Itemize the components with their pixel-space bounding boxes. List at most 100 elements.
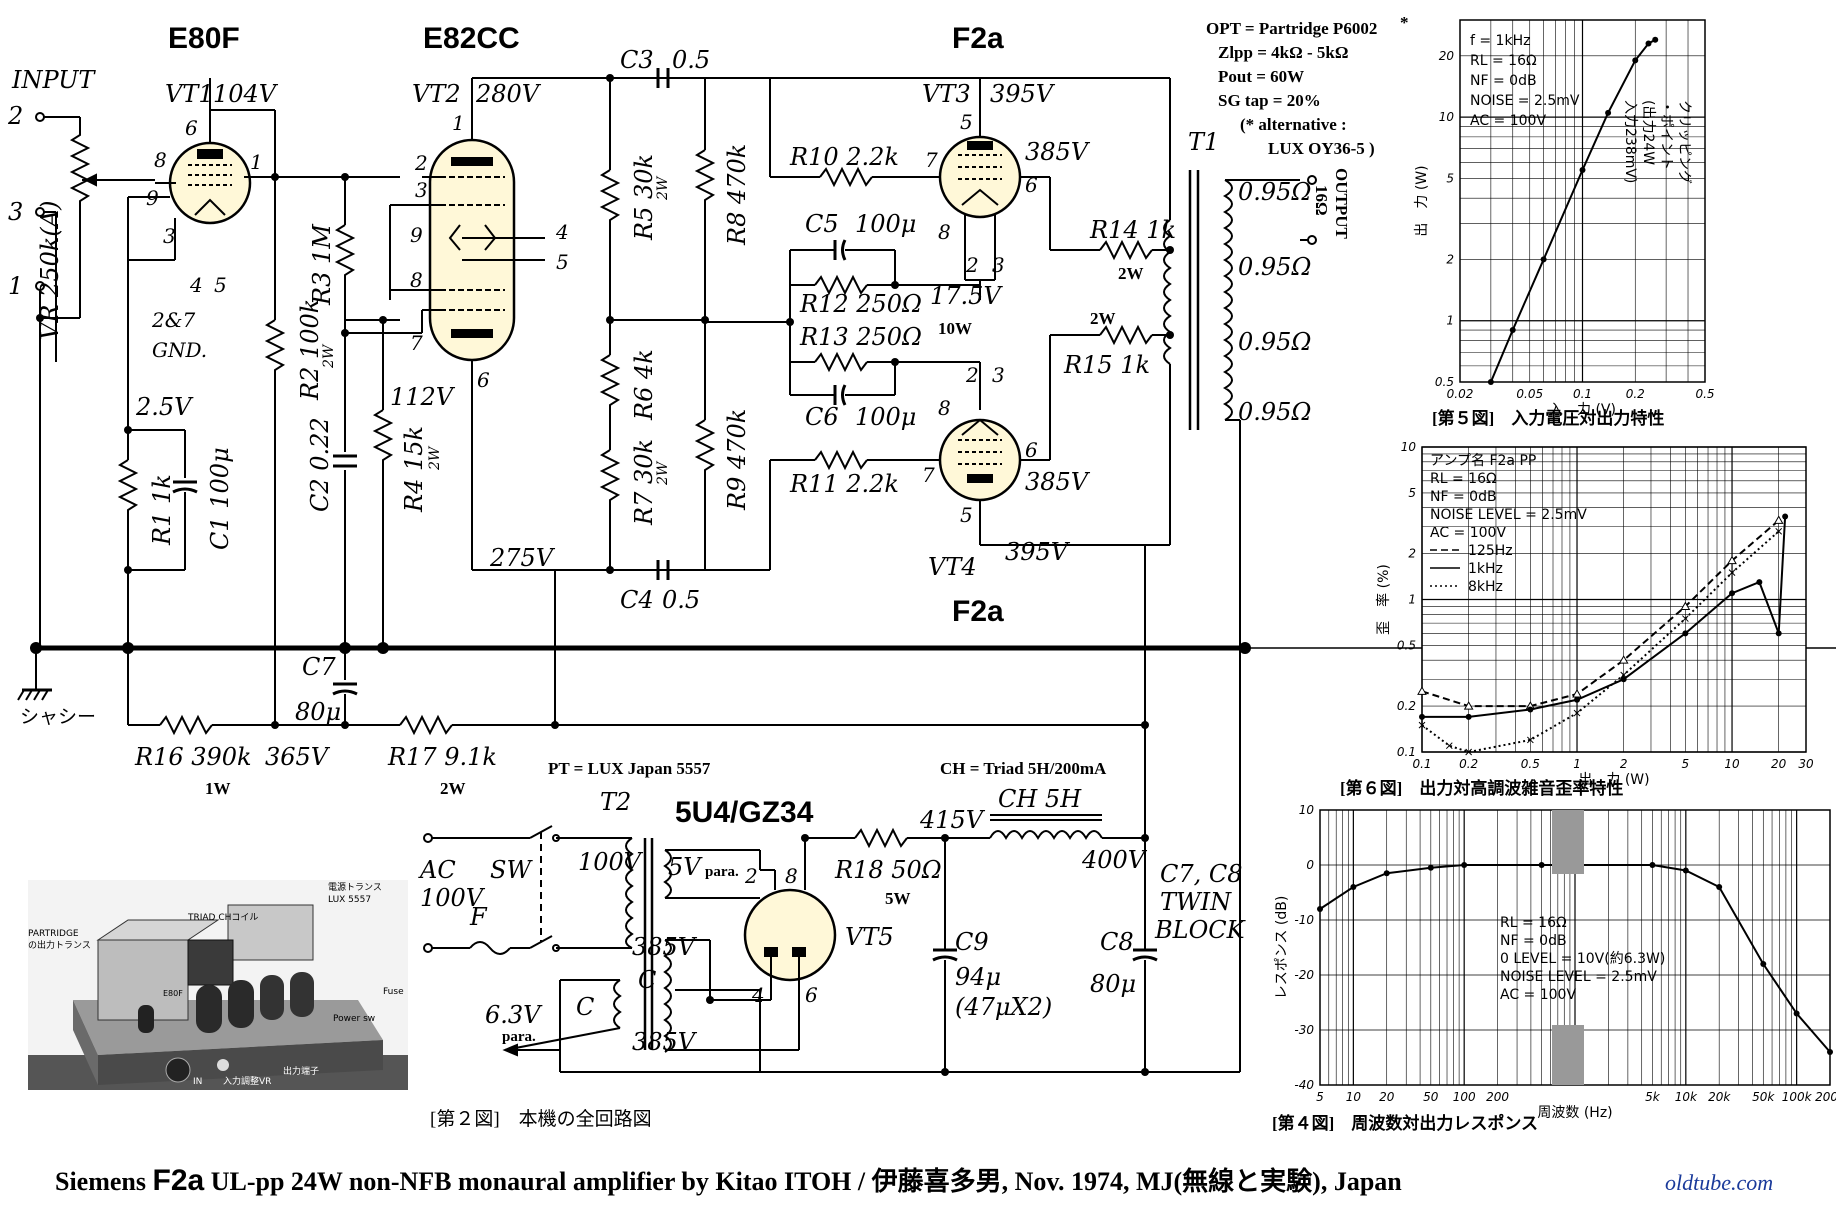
fig4-legend-item: AC = 100V — [1500, 987, 1576, 1003]
fig6-point — [1445, 742, 1453, 750]
choke-label: CH 5H — [998, 785, 1082, 813]
r10-resistor — [819, 166, 873, 188]
twin-label: TWIN — [1160, 888, 1232, 916]
ac-voltage: 100V — [420, 884, 484, 912]
r18-resistor — [854, 827, 908, 849]
fig5-x-tick-label: 0.02 — [1447, 387, 1474, 401]
fig6-x-tick-label: 20 — [1771, 757, 1787, 771]
photo-label-lux: LUX 5557 — [328, 895, 372, 905]
fig4-y-tick-label: -30 — [1294, 1023, 1314, 1037]
vt3-label: VT3 — [922, 80, 971, 108]
fig6-point — [1620, 671, 1628, 679]
c6-value: 100μ — [855, 403, 917, 431]
fig4-x-tick-label: 200k — [1815, 1090, 1836, 1104]
ch-note: CH = Triad 5H/200mA — [940, 759, 1107, 778]
fig6-point — [1465, 748, 1473, 756]
r10-label: R10 2.2k — [790, 143, 899, 171]
fig5-point — [1632, 57, 1639, 64]
fig5-x-axis-label: 入 力 (V) — [1549, 402, 1616, 418]
fig5-point — [1509, 327, 1516, 334]
input-pin-2: 2 — [8, 102, 24, 130]
site-link[interactable]: oldtube.com — [1665, 1170, 1774, 1195]
fig4-x-tick-label: 10k — [1675, 1090, 1698, 1104]
fig4-y-axis-label: レスポンス (dB) — [1274, 896, 1290, 1000]
fig5-point — [1605, 109, 1612, 116]
fig6-point — [1527, 706, 1534, 713]
fig6-series-line — [1422, 516, 1787, 718]
vt2-pin-1: 1 — [452, 111, 465, 135]
fig6-point — [1727, 555, 1737, 565]
fig6-point — [1773, 515, 1784, 524]
opt-line-4: SG tap = 20% — [1218, 91, 1321, 110]
fig4-y-tick-label: -40 — [1294, 1078, 1314, 1092]
vt2-pin-8: 8 — [410, 268, 423, 292]
fig5-y-tick-label: 2 — [1446, 252, 1454, 266]
r14-label: R14 1k — [1090, 216, 1177, 244]
fig5-x-tick-label: 0.05 — [1516, 387, 1543, 401]
vt1-pin-5: 5 — [214, 273, 227, 297]
vt1-label: VT1 — [165, 80, 214, 108]
c9-label: C9 — [955, 928, 989, 956]
opt-line-3: Pout = 60W — [1218, 67, 1305, 86]
b415-voltage: 415V — [920, 806, 984, 834]
photo-label-fuse: Fuse — [383, 987, 404, 997]
fig6-y-tick-label: 0.1 — [1397, 745, 1416, 759]
fig5-point — [1487, 379, 1494, 385]
input-pin-3: 3 — [8, 198, 24, 226]
fig5-legend-item: AC = 100V — [1470, 113, 1546, 129]
fig6-point — [1573, 709, 1581, 717]
vt4-g2-voltage: 385V — [1025, 468, 1089, 496]
photo-label-partridge: PARTRIDGE — [28, 929, 79, 939]
fig5-legend-item: RL = 16Ω — [1470, 53, 1537, 69]
fig5-annotation: (出力24W — [1640, 100, 1656, 165]
b400-voltage: 400V — [1082, 846, 1146, 874]
vt5-pin-2: 2 — [745, 864, 758, 888]
output-tap-1: 0.95Ω — [1238, 178, 1312, 206]
fig4-point — [1383, 870, 1390, 877]
c8-label: C8 — [1100, 928, 1134, 956]
heater-para: para. — [502, 1029, 536, 1045]
photo-label-power-transformer: 電源トランス — [328, 883, 382, 893]
fig4-caption: [第４図] 周波数対出力レスポンス — [1272, 1114, 1538, 1133]
fig6-point — [1419, 713, 1425, 720]
photo-label-input-vr: 入力調整VR — [223, 1077, 272, 1087]
opt-star: * — [1400, 13, 1409, 32]
fig6-point — [1728, 569, 1736, 576]
c7-c8-label: C7, C8 — [1160, 860, 1243, 888]
fig6-legend-item: AC = 100V — [1430, 525, 1506, 541]
r3-resistor — [334, 224, 356, 333]
vt3-type-label: F2a — [952, 22, 1004, 55]
r9-resistor — [694, 419, 716, 570]
vt5-tube — [743, 888, 837, 982]
fig6-legend-item: NF = 0dB — [1430, 489, 1497, 505]
vt2-pin-5: 5 — [556, 250, 569, 274]
fig4-point — [1317, 906, 1323, 912]
photo-label-in: IN — [193, 1077, 203, 1087]
r11-label: R11 2.2k — [790, 470, 899, 498]
fig4-point — [1461, 862, 1468, 868]
fig5-x-tick-label: 0.1 — [1573, 387, 1592, 401]
r13-resistor — [814, 351, 868, 373]
fig5-y-tick-label: 1 — [1446, 314, 1454, 328]
fig6-legend-series: 8kHz — [1468, 579, 1503, 595]
fig4-x-tick-label: 10 — [1346, 1090, 1362, 1104]
c4-label: C4 — [620, 586, 654, 614]
secondary-5v: 5V — [668, 853, 701, 881]
vt5-pin-8: 8 — [785, 864, 798, 888]
r1-resistor — [117, 459, 139, 570]
fig5-legend-item: NOISE = 2.5mV — [1470, 93, 1580, 109]
fig6-y-tick-label: 5 — [1408, 486, 1416, 500]
fig6-point — [1618, 655, 1629, 664]
fig4-y-tick-label: -10 — [1294, 913, 1314, 927]
vt4-label: VT4 — [928, 553, 977, 581]
r16-label: R16 390k — [135, 743, 252, 771]
footer-model: F2a — [152, 1164, 205, 1197]
b365-voltage: 365V — [265, 743, 329, 771]
fig4-point — [1350, 884, 1357, 890]
switch-label: SW — [490, 856, 532, 884]
footer-text: Siemens F2a UL-pp 24W non-NFB monaural a… — [55, 1166, 1402, 1196]
c9-value: 94μ — [955, 963, 1002, 991]
vt3-pin-8: 8 — [938, 220, 951, 244]
vt2-pin-9: 9 — [410, 223, 423, 247]
